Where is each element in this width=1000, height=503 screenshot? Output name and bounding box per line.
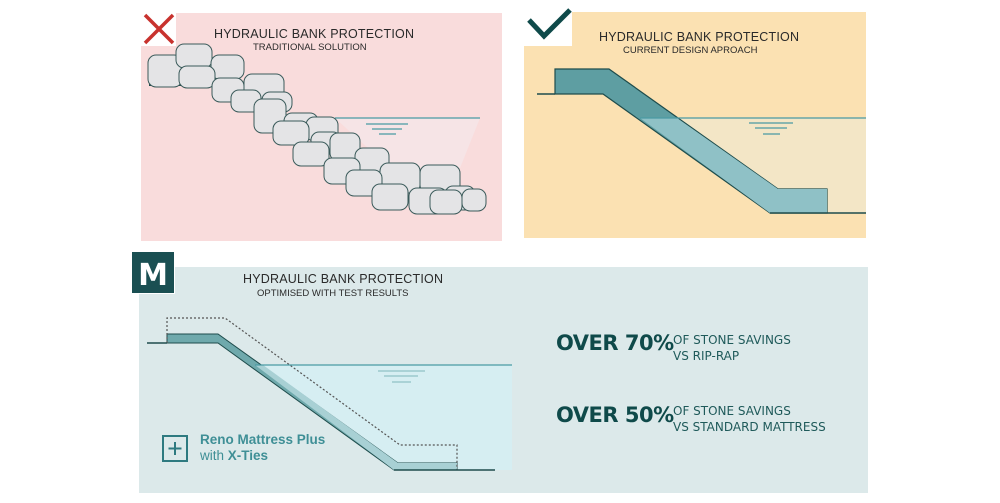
rock <box>429 189 463 215</box>
current-title: HYDRAULIC BANK PROTECTION <box>599 30 800 44</box>
stat-description: OF STONE SAVINGS VS STANDARD MATTRESS <box>673 403 826 435</box>
product-legend: Reno Mattress Plus with X-Ties <box>200 432 325 464</box>
current-subtitle: CURRENT DESIGN APROACH <box>623 45 758 56</box>
rock <box>371 183 409 211</box>
legend-line1: Reno Mattress Plus <box>200 432 326 447</box>
stat-description: OF STONE SAVINGS VS RIP-RAP <box>673 332 791 364</box>
traditional-title: HYDRAULIC BANK PROTECTION <box>214 27 415 41</box>
traditional-subtitle: TRADITIONAL SOLUTION <box>253 42 367 53</box>
check-mark-icon <box>527 8 572 40</box>
stat-value: OVER 50% <box>556 403 674 427</box>
water-area <box>255 365 512 470</box>
m-logo <box>132 252 174 293</box>
stat-line2: VS STANDARD MATTRESS <box>673 420 826 434</box>
previous-design-outline <box>166 317 458 470</box>
stat-line1: OF STONE SAVINGS <box>673 404 791 418</box>
rock <box>175 43 213 69</box>
x-mark-icon <box>143 13 175 45</box>
rock <box>210 54 245 80</box>
stat-value: OVER 70% <box>556 331 674 355</box>
legend-with: with <box>200 448 225 463</box>
water-area <box>335 118 480 168</box>
stat-line1: OF STONE SAVINGS <box>673 333 791 347</box>
rock <box>292 141 330 167</box>
optimised-title: HYDRAULIC BANK PROTECTION <box>243 272 444 286</box>
legend-xties: X-Ties <box>227 448 269 463</box>
stat-line2: VS RIP-RAP <box>673 349 740 363</box>
optimised-subtitle: OPTIMISED WITH TEST RESULTS <box>257 288 409 299</box>
rip-rap-rocks <box>147 43 487 215</box>
plus-box-icon <box>162 435 188 462</box>
rock <box>272 120 310 146</box>
rock <box>461 188 487 212</box>
rock <box>178 65 216 89</box>
m-logo-letter: M <box>138 258 168 293</box>
